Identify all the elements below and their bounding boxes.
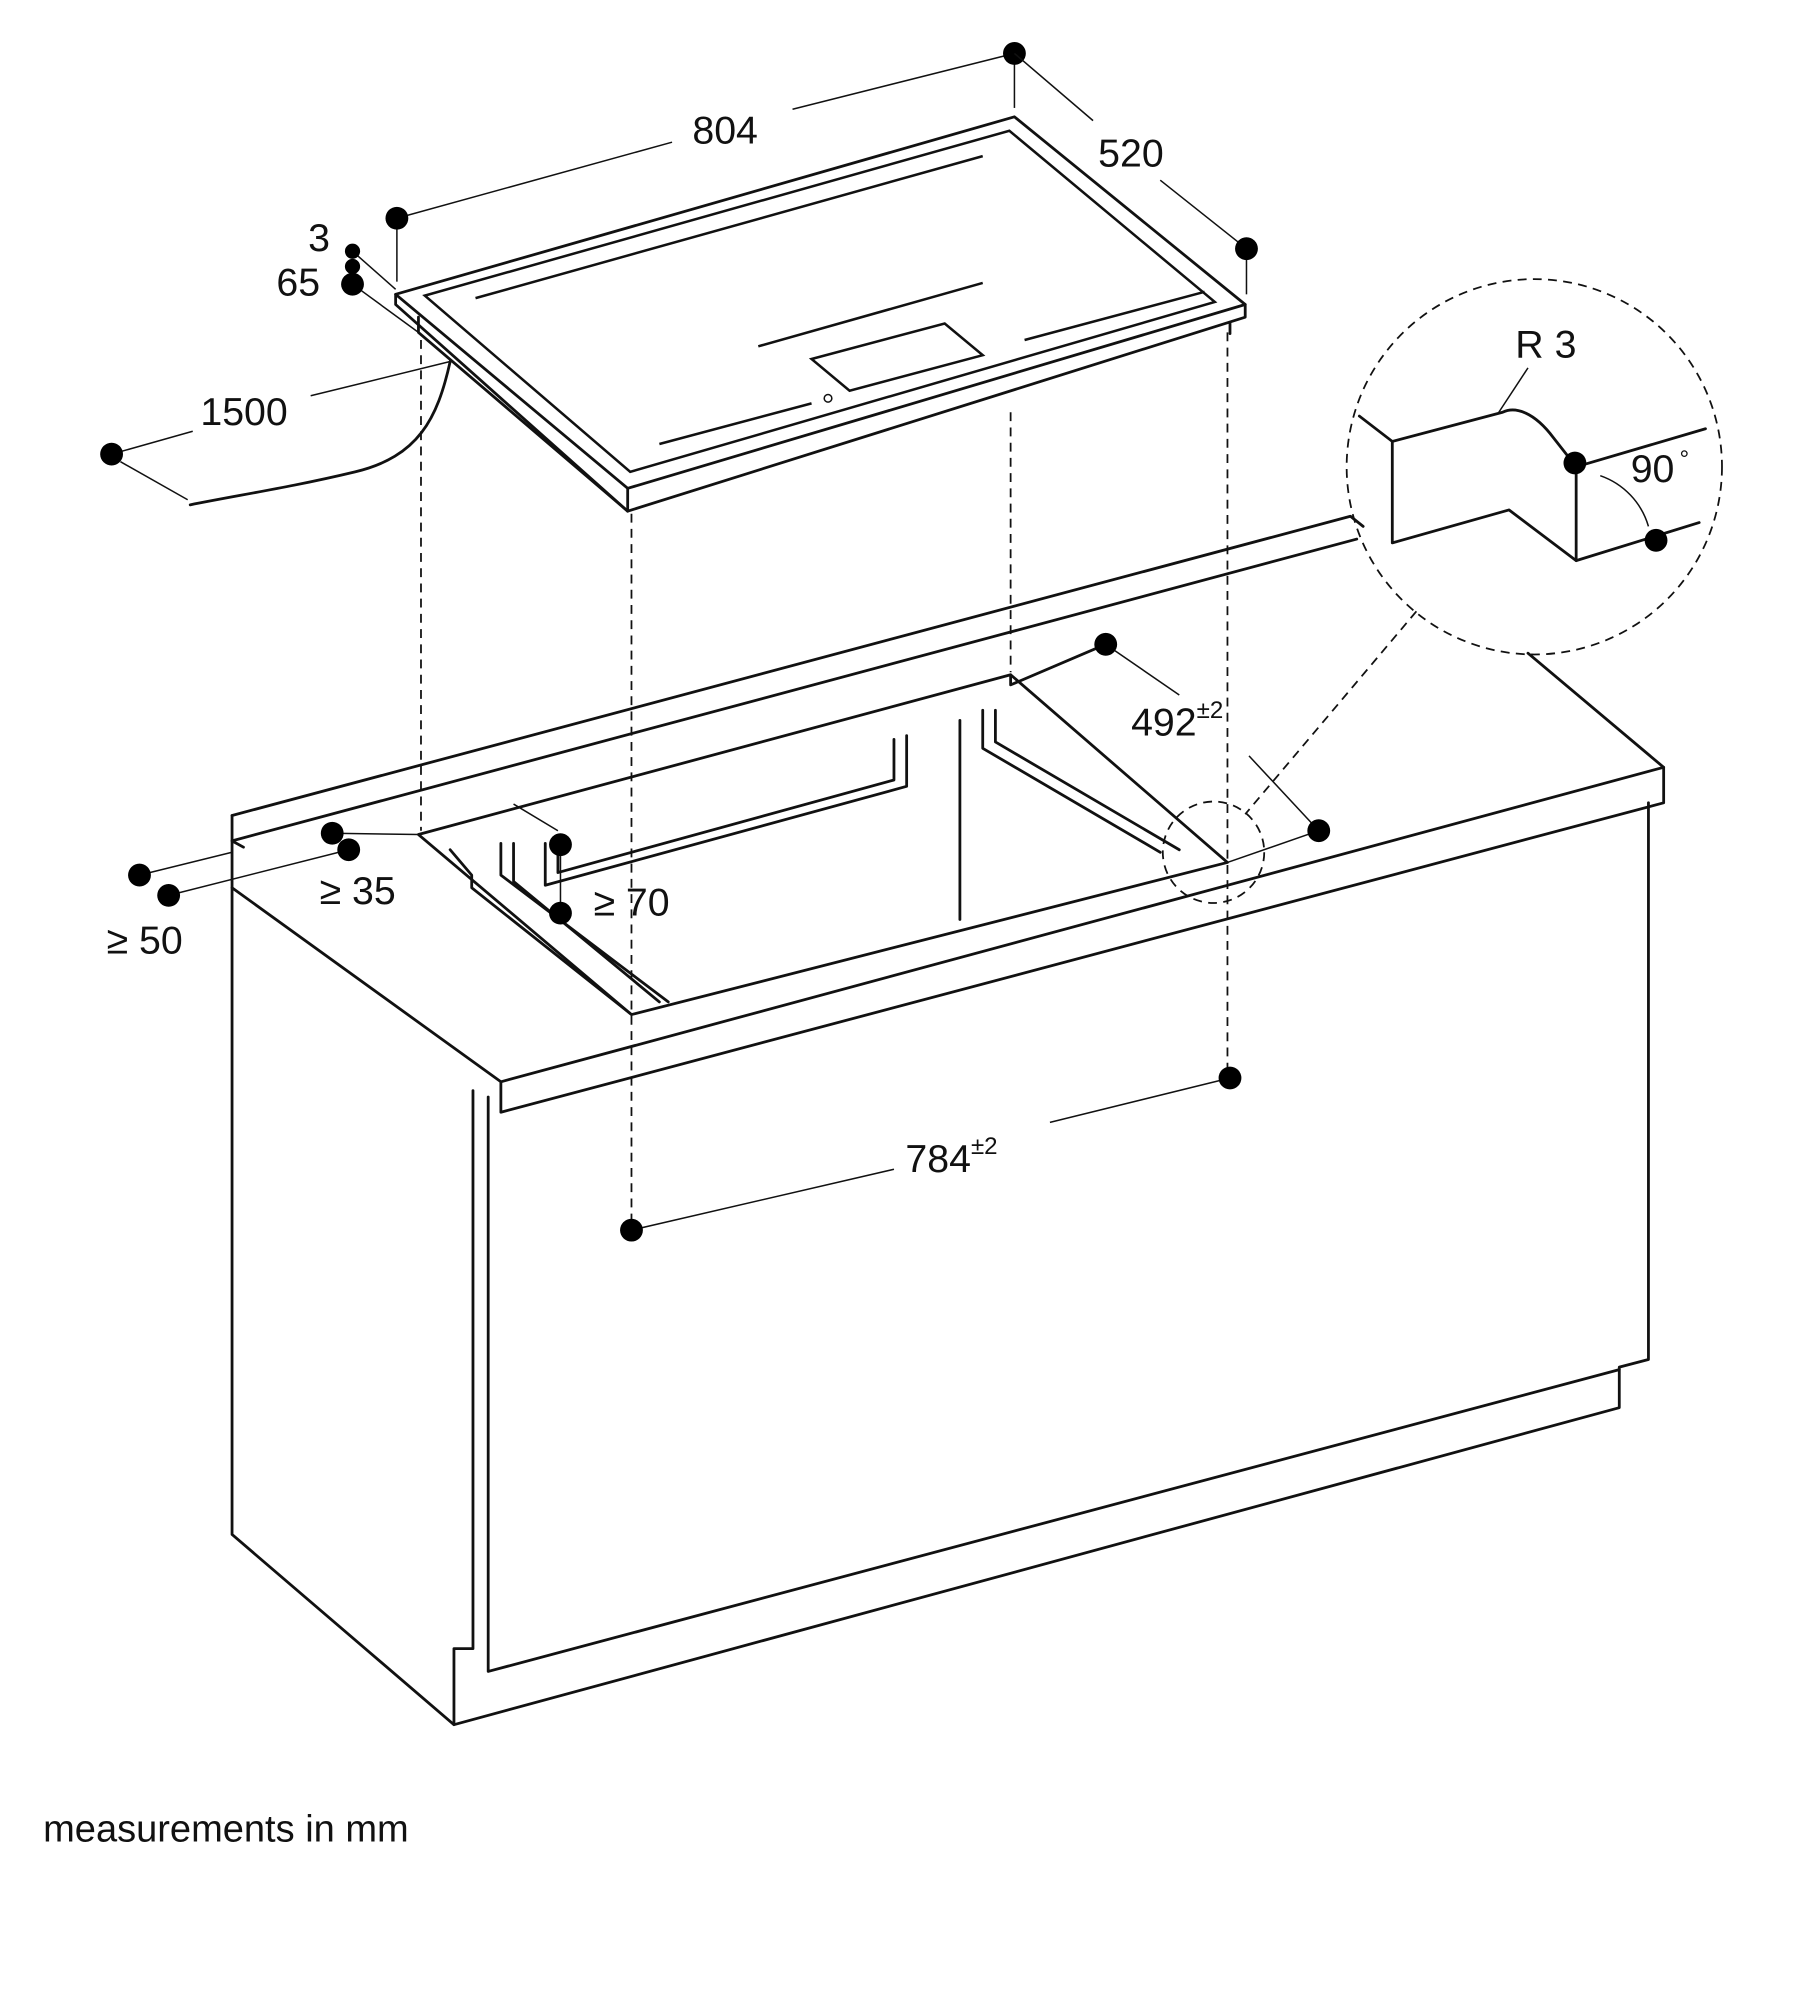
units-note: measurements in mm bbox=[43, 1808, 409, 1850]
svg-text:492±2: 492±2 bbox=[1131, 697, 1223, 745]
label-edge-radius: R 3 bbox=[1515, 323, 1576, 367]
edge-detail: R 3 90° bbox=[1161, 278, 1723, 904]
svg-text:≥ 35: ≥ 35 bbox=[320, 869, 396, 913]
svg-text:≥ 50: ≥ 50 bbox=[107, 919, 183, 963]
cooktop bbox=[188, 115, 1247, 513]
detail-magnifier-circle bbox=[1345, 278, 1723, 656]
svg-text:804: 804 bbox=[692, 108, 758, 152]
label-edge-angle: 90° bbox=[1631, 446, 1689, 491]
dimension-cutout-width: 784±2 bbox=[620, 1066, 1242, 1242]
svg-text:520: 520 bbox=[1098, 131, 1164, 175]
svg-text:1500: 1500 bbox=[200, 390, 287, 434]
svg-text:≥ 70: ≥ 70 bbox=[593, 881, 669, 925]
dimension-min-distances: ≥ 35 ≥ 50 ≥ 70 bbox=[107, 821, 670, 963]
dimension-cable: 1500 bbox=[100, 360, 451, 501]
projection-lines bbox=[420, 332, 1229, 1224]
dimension-width: 804 bbox=[385, 42, 1026, 282]
control-panel bbox=[808, 322, 986, 393]
dimension-depth: 520 bbox=[1013, 52, 1258, 295]
svg-text:3: 3 bbox=[308, 216, 330, 260]
dimension-height: 3 65 bbox=[276, 216, 419, 333]
svg-text:65: 65 bbox=[276, 261, 320, 305]
dimension-cutout-depth: 492±2 bbox=[1094, 632, 1331, 864]
countertop-cabinet bbox=[230, 514, 1666, 1727]
svg-text:784±2: 784±2 bbox=[905, 1133, 997, 1181]
power-cable bbox=[188, 360, 452, 507]
detail-source-circle bbox=[1161, 800, 1266, 904]
